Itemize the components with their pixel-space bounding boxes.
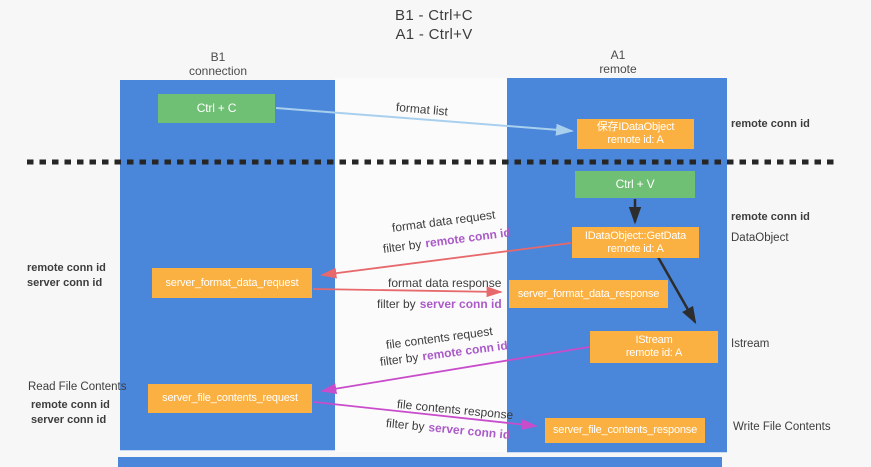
left-server-conn-id-mid: server conn id bbox=[27, 277, 103, 289]
save-idataobject-box: 保存IDataObject remote id: A bbox=[577, 119, 694, 149]
lane-a1-name: A1 bbox=[610, 48, 626, 62]
istream-line2: remote id: A bbox=[625, 347, 683, 359]
server-file-contents-response-label: server_file_contents_response bbox=[552, 424, 697, 436]
diagram-title: B1 - Ctrl+C A1 - Ctrl+V bbox=[284, 6, 584, 44]
ctrl-v-box: Ctrl + V bbox=[575, 171, 695, 198]
server-conn-id-text: server conn id bbox=[419, 297, 502, 311]
server-file-contents-request-label: server_file_contents_request bbox=[162, 392, 298, 404]
left-remote-conn-id-mid: remote conn id bbox=[27, 262, 106, 274]
istream-side-label: Istream bbox=[731, 338, 770, 350]
lane-b1-role: connection bbox=[188, 64, 248, 78]
lane-a1-role: remote bbox=[599, 62, 637, 76]
server-file-contents-request-box: server_file_contents_request bbox=[148, 384, 312, 413]
read-file-contents-label: Read File Contents bbox=[28, 381, 127, 393]
lane-header-a1: A1 remote bbox=[558, 48, 678, 76]
server-file-contents-response-box: server_file_contents_response bbox=[545, 418, 705, 443]
write-file-contents-label: Write File Contents bbox=[733, 421, 831, 433]
save-idataobject-line2: remote id: A bbox=[607, 134, 664, 146]
title-line-2: A1 - Ctrl+V bbox=[395, 26, 473, 43]
getdata-line1: IDataObject::GetData bbox=[584, 229, 687, 242]
lane-b1-name: B1 bbox=[210, 50, 226, 64]
ctrl-c-box: Ctrl + C bbox=[158, 94, 275, 123]
istream-line1: IStream bbox=[635, 334, 673, 346]
filter-by-text: filter by bbox=[377, 297, 416, 311]
title-line-1: B1 - Ctrl+C bbox=[395, 7, 473, 24]
idataobject-getdata-box: IDataObject::GetData remote id: A bbox=[572, 227, 699, 258]
server-format-data-request-label: server_format_data_request bbox=[165, 276, 299, 289]
getdata-line2: remote id: A bbox=[607, 242, 664, 255]
ctrl-v-label: Ctrl + V bbox=[615, 177, 655, 191]
server-format-data-response-label: server_format_data_response bbox=[517, 287, 660, 300]
ctrl-c-label: Ctrl + C bbox=[196, 101, 237, 115]
right-remote-conn-id-top: remote conn id bbox=[731, 118, 810, 130]
left-remote-conn-id-bottom: remote conn id bbox=[31, 399, 110, 411]
right-remote-conn-id-mid: remote conn id bbox=[731, 211, 810, 223]
lane-continuation-strip bbox=[118, 457, 722, 467]
save-idataobject-line1: 保存IDataObject bbox=[596, 121, 675, 133]
istream-box: IStream remote id: A bbox=[590, 331, 718, 363]
lane-header-b1: B1 connection bbox=[158, 50, 278, 78]
message-lane-band bbox=[335, 78, 507, 452]
server-format-data-response-box: server_format_data_response bbox=[509, 280, 668, 308]
server-format-data-request-box: server_format_data_request bbox=[152, 268, 312, 298]
dataobject-label: DataObject bbox=[731, 232, 789, 244]
format-data-response-label: format data response bbox=[388, 276, 502, 290]
left-server-conn-id-bottom: server conn id bbox=[31, 414, 107, 426]
